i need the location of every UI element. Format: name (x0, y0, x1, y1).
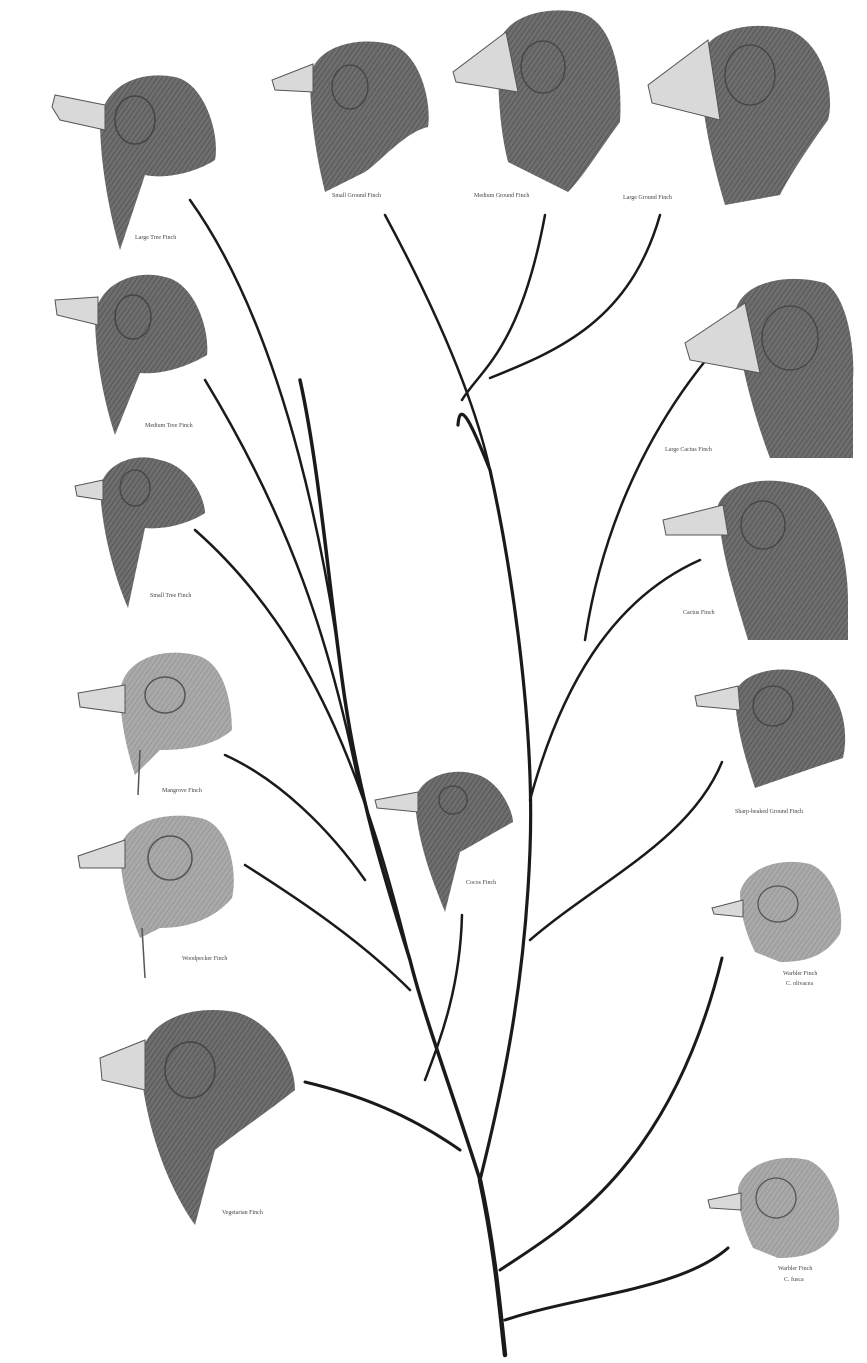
label-medium-ground: Medium Ground Finch (474, 193, 529, 199)
branch-large-tree (190, 200, 345, 700)
branch-mangrove (225, 755, 365, 880)
finch-head-small-tree (75, 457, 205, 608)
label-small-ground: Small Ground Finch (332, 193, 381, 199)
branch-cocos (425, 915, 462, 1080)
branch-warbler-olivacea (500, 958, 722, 1270)
branch-vegetarian (305, 1082, 460, 1150)
label-warbler-fusca: Warbler Finch (778, 1266, 812, 1272)
branch-large-cactus (585, 355, 710, 640)
label-warbler-olivacea-species: C. olivacea (786, 981, 813, 987)
finch-head-warbler-fusca (708, 1158, 839, 1258)
finch-head-warbler-olivacea (712, 862, 841, 962)
label-warbler-olivacea: Warbler Finch (783, 971, 817, 977)
finch-head-vegetarian (100, 1010, 295, 1225)
finch-head-woodpecker (78, 816, 234, 978)
finch-head-medium-tree (55, 275, 207, 435)
finch-head-large-tree (52, 75, 216, 250)
finch-head-medium-ground (453, 10, 621, 192)
label-mangrove: Mangrove Finch (162, 788, 202, 794)
label-sharp-beaked: Sharp-beaked Ground Finch (735, 809, 803, 815)
finch-head-cactus (663, 481, 848, 640)
label-large-cactus: Large Cactus Finch (665, 447, 712, 453)
branch-cactus (530, 560, 700, 800)
branch-large-ground (490, 215, 660, 378)
label-vegetarian: Vegetarian Finch (222, 1210, 263, 1216)
label-cocos: Cocos Finch (466, 880, 496, 886)
finch-head-mangrove (78, 653, 232, 795)
label-woodpecker: Woodpecker Finch (182, 956, 227, 962)
label-large-tree: Large Tree Finch (135, 235, 176, 241)
label-large-ground: Large Ground Finch (623, 195, 672, 201)
finch-head-small-ground (272, 41, 429, 192)
label-medium-tree: Medium Tree Finch (145, 423, 193, 429)
finch-head-cocos (375, 772, 513, 912)
label-small-tree: Small Tree Finch (150, 593, 191, 599)
finch-head-large-cactus (685, 279, 853, 458)
branch-warbler-fusca (505, 1248, 728, 1320)
finch-head-large-ground (648, 26, 830, 205)
branch-sharp-beaked (530, 762, 722, 940)
label-warbler-fusca-species: C. fusca (784, 1276, 804, 1283)
label-cactus: Cactus Finch (683, 610, 715, 616)
